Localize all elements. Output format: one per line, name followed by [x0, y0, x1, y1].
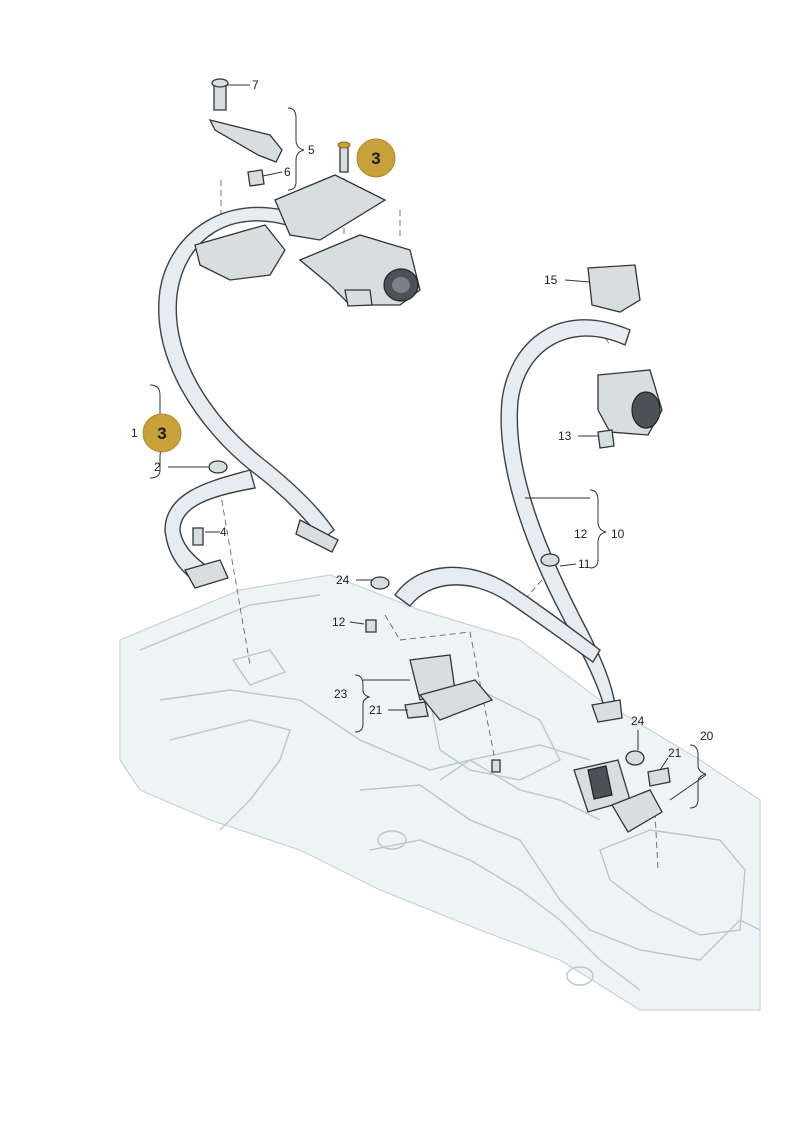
callout-15: 15 [544, 273, 558, 287]
badge-label-left: 3 [157, 424, 166, 443]
callout-21-left: 21 [369, 703, 383, 717]
callout-5: 5 [308, 143, 315, 157]
callout-labels: 7 5 6 15 13 1 2 4 12 10 11 24 12 23 21 2… [131, 78, 714, 760]
badge-label-upper: 3 [371, 149, 380, 168]
vehicle-floor-panel [119, 574, 761, 1011]
callout-1: 1 [131, 426, 138, 440]
callout-leaders [168, 84, 707, 801]
callout-23: 23 [334, 687, 348, 701]
callout-11: 11 [578, 557, 591, 571]
callout-20: 20 [700, 729, 714, 743]
callout-12-right: 12 [574, 527, 588, 541]
right-retractor-assembly [365, 264, 671, 833]
highlight-badge-upper[interactable]: 3 [356, 138, 396, 178]
callout-24-right: 24 [631, 714, 645, 728]
callout-13: 13 [558, 429, 572, 443]
callout-24-left: 24 [336, 573, 350, 587]
callout-21-right: 21 [668, 746, 682, 760]
callout-10: 10 [611, 527, 625, 541]
highlight-badge-left[interactable]: 3 [142, 413, 182, 453]
callout-2: 2 [154, 460, 161, 474]
left-seat-belt-webbing [158, 206, 339, 586]
left-retractor-assembly [184, 78, 421, 589]
callout-7: 7 [252, 78, 259, 92]
callout-12-left: 12 [332, 615, 346, 629]
right-seat-belt-webbing [394, 319, 631, 723]
callout-6: 6 [284, 165, 291, 179]
callout-4: 4 [220, 525, 227, 539]
